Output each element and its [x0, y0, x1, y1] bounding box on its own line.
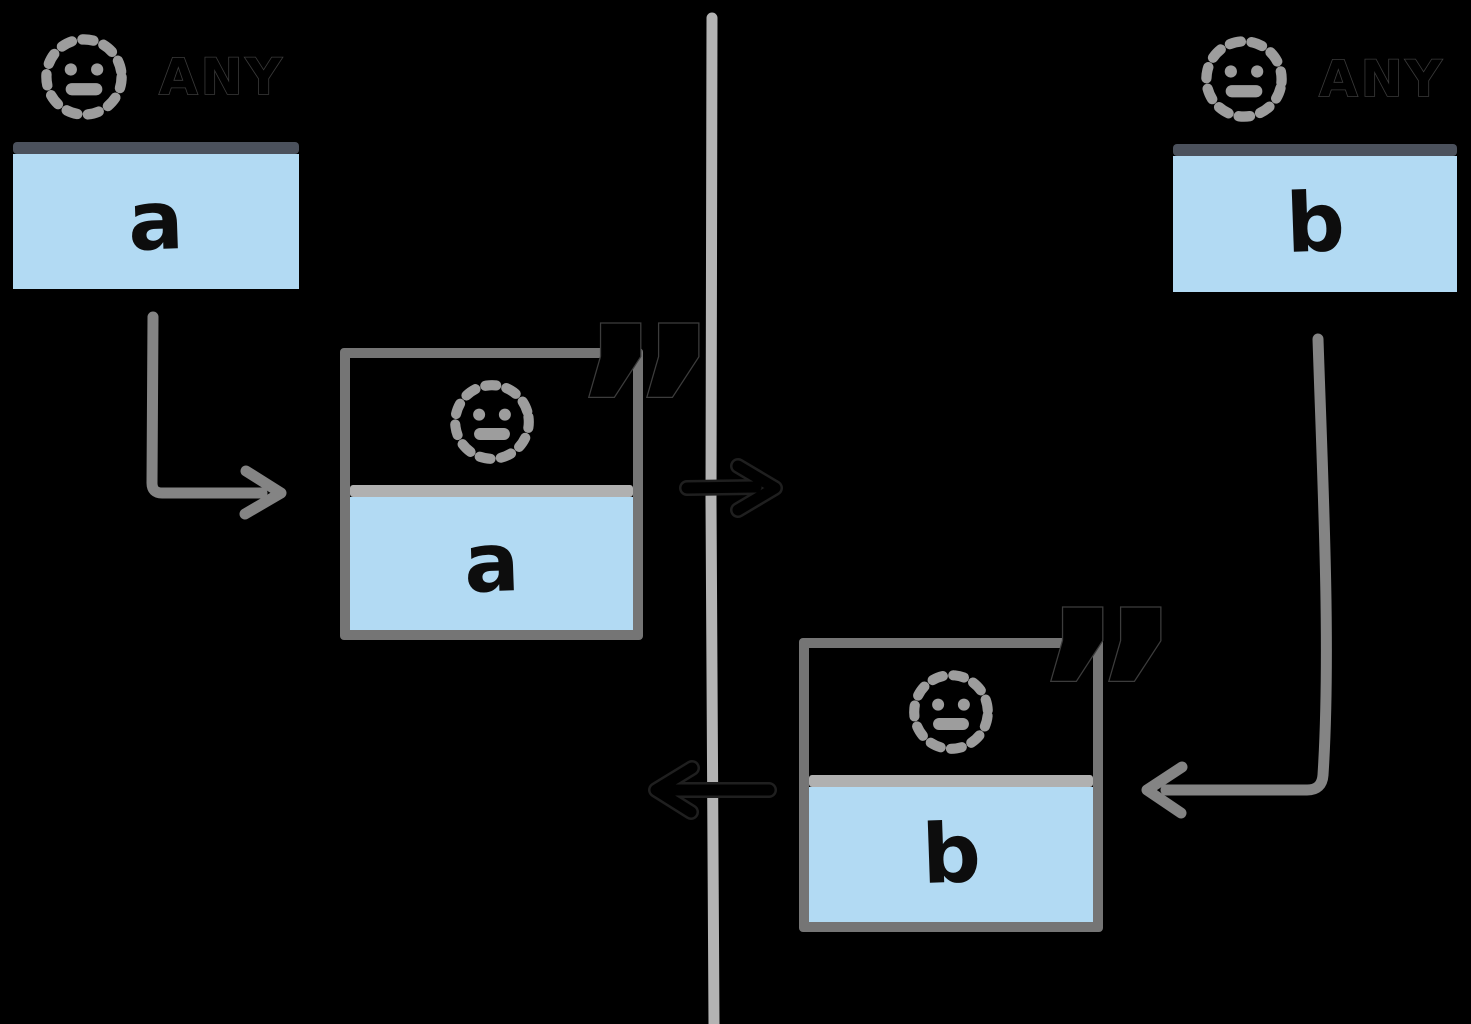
quoted-card-b: b — [799, 638, 1103, 932]
quoted-card-a: a — [340, 348, 643, 640]
value-label: b — [1283, 175, 1346, 272]
card-separator — [13, 142, 299, 154]
arrow-source-a-to-quoted-a — [146, 311, 287, 520]
any-badge-label: ANY — [1319, 50, 1445, 108]
source-card-b: ANY b — [1170, 10, 1460, 295]
quoted-card-b-value-area: b — [809, 787, 1093, 922]
arrow-send-right — [679, 458, 783, 518]
divider-line — [705, 12, 720, 1024]
value-label: a — [126, 172, 186, 270]
source-card-a: ANY a — [10, 8, 302, 292]
quoted-card-a-value-area: a — [350, 497, 633, 630]
smiley-face-icon — [909, 669, 993, 754]
quoted-card-a-header — [350, 358, 633, 485]
source-card-a-value-area: a — [13, 154, 299, 289]
quoted-card-b-header — [809, 648, 1093, 775]
any-badge: ANY — [158, 47, 285, 107]
source-card-a-header: ANY — [13, 11, 299, 142]
source-card-b-value-area: b — [1173, 156, 1457, 292]
smiley-face-icon — [41, 33, 127, 120]
any-badge-label: ANY — [159, 48, 285, 106]
arrow-source-b-to-quoted-b — [1141, 333, 1332, 819]
smiley-face-icon — [449, 379, 534, 464]
smiley-face-icon — [1201, 35, 1287, 122]
arrow-send-left — [648, 760, 777, 820]
value-label: b — [919, 805, 982, 903]
card-separator — [809, 775, 1093, 787]
source-card-b-header: ANY — [1173, 13, 1457, 144]
card-separator — [350, 485, 633, 497]
any-badge: ANY — [1318, 49, 1445, 109]
value-label: a — [462, 514, 521, 612]
card-separator — [1173, 144, 1457, 156]
